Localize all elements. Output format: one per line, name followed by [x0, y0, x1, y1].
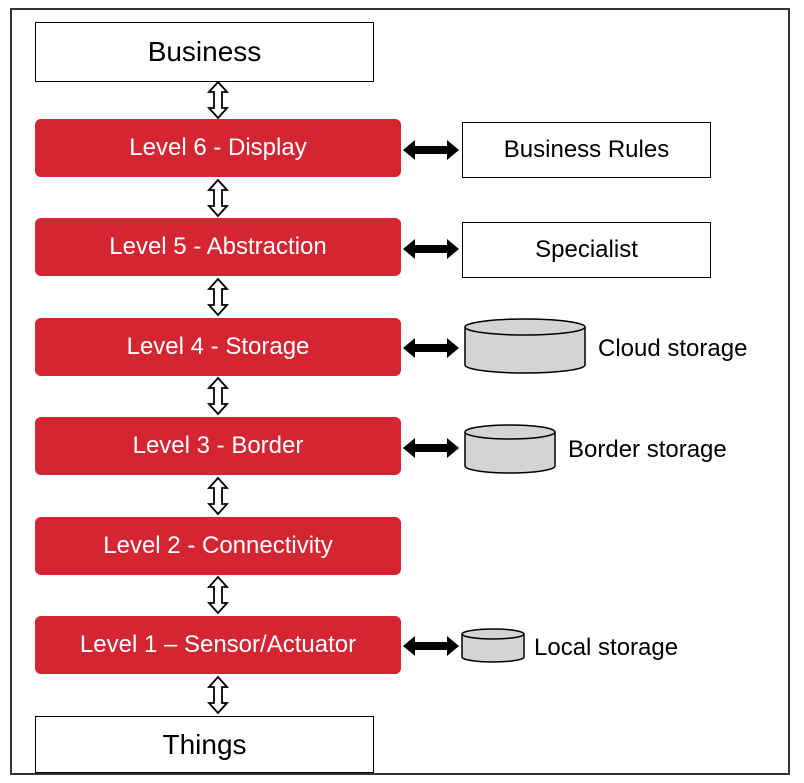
- updown-arrow-icon: [208, 81, 228, 119]
- diagram-frame: [10, 8, 790, 775]
- bidirectional-arrow-icon: [403, 636, 459, 656]
- level-1-sensor-actuator: Level 1 – Sensor/Actuator: [35, 616, 401, 674]
- border-storage-label: Border storage: [568, 436, 727, 463]
- updown-arrow-icon: [208, 676, 228, 714]
- border-storage-cylinder-icon: [464, 424, 556, 474]
- updown-arrow-icon: [208, 179, 228, 217]
- bidirectional-arrow-icon: [403, 438, 459, 458]
- bidirectional-arrow-icon: [403, 140, 459, 160]
- cloud-storage-label: Cloud storage: [598, 335, 748, 362]
- updown-arrow-icon: [208, 377, 228, 415]
- things-box: Things: [35, 716, 374, 773]
- updown-arrow-icon: [208, 477, 228, 515]
- level-4-storage: Level 4 - Storage: [35, 318, 401, 376]
- level-6-display: Level 6 - Display: [35, 119, 401, 177]
- bidirectional-arrow-icon: [403, 338, 459, 358]
- business-box: Business: [35, 22, 374, 82]
- level-2-connectivity: Level 2 - Connectivity: [35, 517, 401, 575]
- updown-arrow-icon: [208, 576, 228, 614]
- local-storage-cylinder-icon: [461, 628, 525, 663]
- updown-arrow-icon: [208, 278, 228, 316]
- cloud-storage-cylinder-icon: [464, 318, 586, 374]
- specialist-box: Specialist: [462, 222, 711, 278]
- level-3-border: Level 3 - Border: [35, 417, 401, 475]
- local-storage-label: Local storage: [534, 634, 679, 661]
- business-rules-box: Business Rules: [462, 122, 711, 178]
- level-5-abstraction: Level 5 - Abstraction: [35, 218, 401, 276]
- bidirectional-arrow-icon: [403, 239, 459, 259]
